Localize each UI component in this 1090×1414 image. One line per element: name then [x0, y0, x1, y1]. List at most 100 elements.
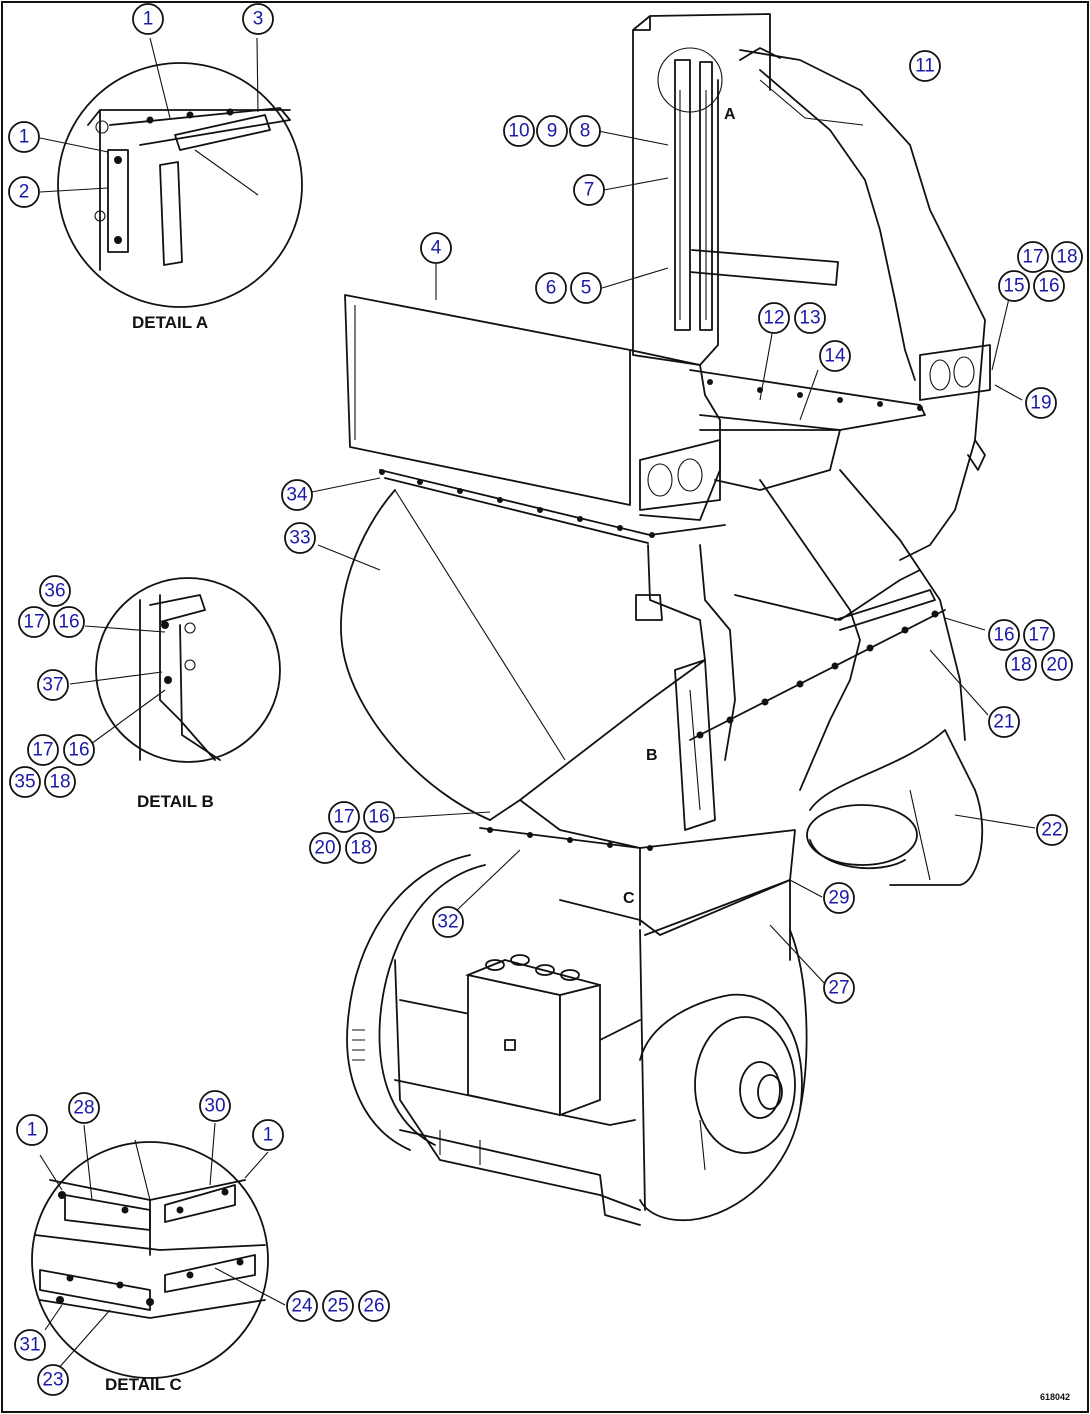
callout-c-14[interactable]: 14	[819, 340, 851, 372]
callout-c-16b[interactable]: 16	[53, 606, 85, 638]
svg-text:18: 18	[49, 772, 70, 793]
svg-text:13: 13	[799, 308, 820, 329]
callout-c-34[interactable]: 34	[281, 479, 313, 511]
svg-text:29: 29	[828, 888, 849, 909]
callout-c-23[interactable]: 23	[37, 1364, 69, 1396]
svg-text:11: 11	[915, 56, 935, 77]
callout-c-1d[interactable]: 1	[252, 1119, 284, 1151]
callout-c-4[interactable]: 4	[420, 232, 452, 264]
svg-text:23: 23	[42, 1370, 63, 1391]
svg-text:28: 28	[73, 1098, 94, 1119]
callout-c-17b[interactable]: 17	[18, 606, 50, 638]
callout-c-1c[interactable]: 1	[16, 1114, 48, 1146]
svg-text:1: 1	[263, 1125, 274, 1146]
svg-text:26: 26	[363, 1296, 384, 1317]
svg-text:25: 25	[327, 1296, 348, 1317]
callout-c-17e[interactable]: 17	[328, 801, 360, 833]
callout-c-15[interactable]: 15	[998, 270, 1030, 302]
svg-text:35: 35	[14, 772, 35, 793]
callout-c-29[interactable]: 29	[823, 882, 855, 914]
detail-c-label: DETAIL C	[105, 1375, 182, 1394]
callout-c-18d[interactable]: 18	[345, 832, 377, 864]
callout-c-28[interactable]: 28	[68, 1092, 100, 1124]
callout-c-35[interactable]: 35	[9, 766, 41, 798]
svg-text:2: 2	[19, 182, 30, 203]
svg-text:18: 18	[1056, 247, 1077, 268]
svg-text:20: 20	[314, 838, 335, 859]
callout-c-13[interactable]: 13	[794, 302, 826, 334]
view-letter-c: C	[623, 890, 635, 907]
callout-c-17c[interactable]: 17	[27, 734, 59, 766]
callout-c-21[interactable]: 21	[988, 706, 1020, 738]
svg-text:1: 1	[143, 9, 154, 30]
callout-c-31[interactable]: 31	[14, 1329, 46, 1361]
callout-c-16d[interactable]: 16	[988, 619, 1020, 651]
callout-c-16a[interactable]: 16	[1033, 270, 1065, 302]
callout-c-16c[interactable]: 16	[63, 734, 95, 766]
drawing-code: 618042	[1040, 1392, 1070, 1402]
callout-c-3[interactable]: 3	[242, 3, 274, 35]
svg-text:17: 17	[23, 612, 44, 633]
svg-text:18: 18	[1010, 655, 1031, 676]
svg-text:10: 10	[508, 121, 529, 142]
svg-text:14: 14	[824, 346, 846, 367]
svg-text:21: 21	[993, 712, 1014, 733]
callout-c-12[interactable]: 12	[758, 302, 790, 334]
callout-c-7[interactable]: 7	[573, 174, 605, 206]
callout-c-2[interactable]: 2	[8, 176, 40, 208]
view-letter-b: B	[646, 747, 658, 764]
detail-b: DETAIL B	[69, 577, 281, 811]
callout-c-8[interactable]: 8	[569, 115, 601, 147]
detail-a-label: DETAIL A	[132, 313, 208, 332]
svg-text:16: 16	[58, 612, 79, 633]
callout-c-18a[interactable]: 18	[1051, 241, 1083, 273]
svg-text:17: 17	[1028, 625, 1049, 646]
svg-text:16: 16	[68, 740, 89, 761]
detail-a: DETAIL A	[39, 37, 303, 332]
callout-c-5[interactable]: 5	[570, 272, 602, 304]
svg-text:7: 7	[584, 180, 595, 201]
callout-c-17a[interactable]: 17	[1017, 241, 1049, 273]
callout-c-24[interactable]: 24	[286, 1290, 318, 1322]
callout-c-25[interactable]: 25	[322, 1290, 354, 1322]
callout-c-9[interactable]: 9	[536, 115, 568, 147]
svg-text:17: 17	[1022, 247, 1043, 268]
svg-text:37: 37	[42, 675, 63, 696]
callout-c-17d[interactable]: 17	[1023, 619, 1055, 651]
svg-text:20: 20	[1046, 655, 1067, 676]
callout-c-20b[interactable]: 20	[309, 832, 341, 864]
svg-text:27: 27	[828, 978, 849, 999]
svg-text:30: 30	[204, 1096, 225, 1117]
svg-text:1: 1	[27, 1120, 38, 1141]
callout-c-11[interactable]: 11	[909, 50, 941, 82]
svg-text:22: 22	[1041, 820, 1062, 841]
callout-c-26[interactable]: 26	[358, 1290, 390, 1322]
callout-c-18b[interactable]: 18	[44, 766, 76, 798]
svg-text:1: 1	[19, 127, 30, 148]
callout-c-27[interactable]: 27	[823, 972, 855, 1004]
svg-text:4: 4	[431, 238, 442, 259]
svg-text:3: 3	[253, 9, 264, 30]
svg-text:16: 16	[1038, 276, 1059, 297]
callout-c-6[interactable]: 6	[535, 272, 567, 304]
svg-text:15: 15	[1003, 276, 1024, 297]
svg-text:16: 16	[368, 807, 389, 828]
callout-c-10[interactable]: 10	[503, 115, 535, 147]
callout-c-37[interactable]: 37	[37, 669, 69, 701]
callout-c-36[interactable]: 36	[39, 575, 71, 607]
svg-text:16: 16	[993, 625, 1014, 646]
svg-text:8: 8	[580, 121, 591, 142]
callout-c-19[interactable]: 19	[1025, 387, 1057, 419]
view-letter-a: A	[724, 106, 736, 123]
callout-c-33[interactable]: 33	[284, 522, 316, 554]
callout-c-32[interactable]: 32	[432, 906, 464, 938]
callout-c-22[interactable]: 22	[1036, 814, 1068, 846]
callout-c-30[interactable]: 30	[199, 1090, 231, 1122]
callout-c-18c[interactable]: 18	[1005, 649, 1037, 681]
callout-c-16e[interactable]: 16	[363, 801, 395, 833]
callout-c-1b[interactable]: 1	[8, 121, 40, 153]
callout-c-1a[interactable]: 1	[132, 3, 164, 35]
callout-c-20a[interactable]: 20	[1041, 649, 1073, 681]
svg-text:34: 34	[286, 485, 308, 506]
